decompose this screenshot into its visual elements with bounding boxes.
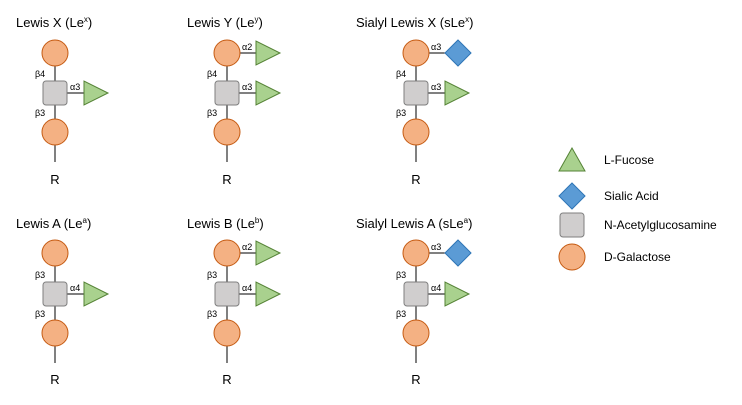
title-superscript: y (254, 15, 258, 24)
fucose-triangle (444, 80, 471, 106)
bottom-linkage: β3 (207, 309, 217, 319)
galactose-circle (402, 39, 430, 67)
structure-6: Sialyl Lewis A (sLea) α4 α3 β3 β3R (356, 216, 472, 387)
sialic-diamond (444, 39, 472, 67)
glcnac-square (214, 281, 240, 307)
structure-title: Sialyl Lewis X (sLex) (356, 15, 473, 30)
galactose-circle (41, 39, 69, 67)
reducing-end-label: R (50, 372, 59, 387)
fucose-triangle (83, 281, 110, 307)
reducing-end-label: R (411, 372, 420, 387)
top-linkage: β4 (35, 69, 45, 79)
glcnac-square (403, 80, 429, 106)
galactose-circle (213, 39, 241, 67)
top-branch-linkage: α2 (242, 242, 252, 252)
title-superscript: x (465, 15, 469, 24)
glcnac-linkage: α3 (242, 82, 252, 92)
galactose-circle (41, 239, 69, 267)
title-close: ) (87, 216, 91, 231)
title-close: ) (468, 216, 472, 231)
title-close: ) (259, 216, 263, 231)
legend-fucose-icon (558, 146, 586, 172)
glcnac-square (403, 281, 429, 307)
structure-title: Lewis X (Lex) (16, 15, 92, 30)
structure-title: Sialyl Lewis A (sLea) (356, 216, 472, 231)
title-superscript: b (255, 216, 260, 225)
title-close: ) (88, 15, 92, 30)
bottom-linkage: β3 (396, 309, 406, 319)
glcnac-linkage: α3 (431, 82, 441, 92)
galactose-circle (41, 319, 69, 347)
fucose-triangle (255, 281, 282, 307)
bottom-linkage: β3 (207, 108, 217, 118)
structure-2: Lewis Y (Ley) α3 α2 β4 β3R (187, 15, 282, 187)
legend-label-glcnac: N-Acetylglucosamine (604, 218, 717, 232)
reducing-end-label: R (50, 172, 59, 187)
legend-galactose-icon (558, 243, 586, 271)
galactose-circle (213, 319, 241, 347)
legend-sialic-icon (558, 182, 586, 210)
sialic-diamond (444, 239, 472, 267)
title-main: Lewis A (Le (16, 216, 83, 231)
title-superscript: a (83, 216, 88, 225)
fucose-triangle (83, 80, 110, 106)
galactose-circle (402, 319, 430, 347)
structure-1: Lewis X (Lex) α3 β4 β3R (16, 15, 110, 187)
glcnac-square (42, 80, 68, 106)
galactose-circle (213, 239, 241, 267)
top-branch-linkage: α3 (431, 42, 441, 52)
structure-title: Lewis A (Lea) (16, 216, 91, 231)
title-main: Sialyl Lewis A (sLe (356, 216, 464, 231)
legend-label-sialic: Sialic Acid (604, 189, 659, 203)
glcnac-linkage: α3 (70, 82, 80, 92)
legend-glcnac-icon (559, 212, 585, 238)
galactose-circle (213, 118, 241, 146)
top-linkage: β3 (207, 270, 217, 280)
galactose-circle (41, 118, 69, 146)
top-branch-linkage: α3 (431, 242, 441, 252)
top-linkage: β4 (207, 69, 217, 79)
top-linkage: β3 (35, 270, 45, 280)
title-main: Lewis X (Le (16, 15, 84, 30)
title-close: ) (469, 15, 473, 30)
glcnac-linkage: α4 (431, 283, 441, 293)
structure-3: Sialyl Lewis X (sLex) α3 α3 β4 β3R (356, 15, 473, 187)
reducing-end-label: R (222, 372, 231, 387)
title-main: Lewis B (Le (187, 216, 255, 231)
structure-title: Lewis B (Leb) (187, 216, 264, 231)
title-main: Sialyl Lewis X (sLe (356, 15, 465, 30)
bottom-linkage: β3 (35, 309, 45, 319)
galactose-circle (402, 239, 430, 267)
structure-title: Lewis Y (Ley) (187, 15, 263, 30)
top-linkage: β3 (396, 270, 406, 280)
structure-4: Lewis A (Lea) α4 β3 β3R (16, 216, 110, 387)
glcnac-square (214, 80, 240, 106)
title-close: ) (258, 15, 262, 30)
bottom-linkage: β3 (396, 108, 406, 118)
top-branch-linkage: α2 (242, 42, 252, 52)
galactose-circle (402, 118, 430, 146)
title-main: Lewis Y (Le (187, 15, 254, 30)
fucose-triangle (444, 281, 471, 307)
legend-label-galactose: D-Galactose (604, 250, 671, 264)
title-superscript: a (464, 216, 469, 225)
glcnac-linkage: α4 (242, 283, 252, 293)
legend-label-fucose: L-Fucose (604, 153, 654, 167)
reducing-end-label: R (222, 172, 231, 187)
fucose-triangle (255, 40, 282, 66)
top-linkage: β4 (396, 69, 406, 79)
bottom-linkage: β3 (35, 108, 45, 118)
fucose-triangle (255, 80, 282, 106)
glcnac-square (42, 281, 68, 307)
fucose-triangle (255, 240, 282, 266)
glcnac-linkage: α4 (70, 283, 80, 293)
title-superscript: x (84, 15, 88, 24)
reducing-end-label: R (411, 172, 420, 187)
structure-5: Lewis B (Leb) α4 α2 β3 β3R (187, 216, 282, 387)
